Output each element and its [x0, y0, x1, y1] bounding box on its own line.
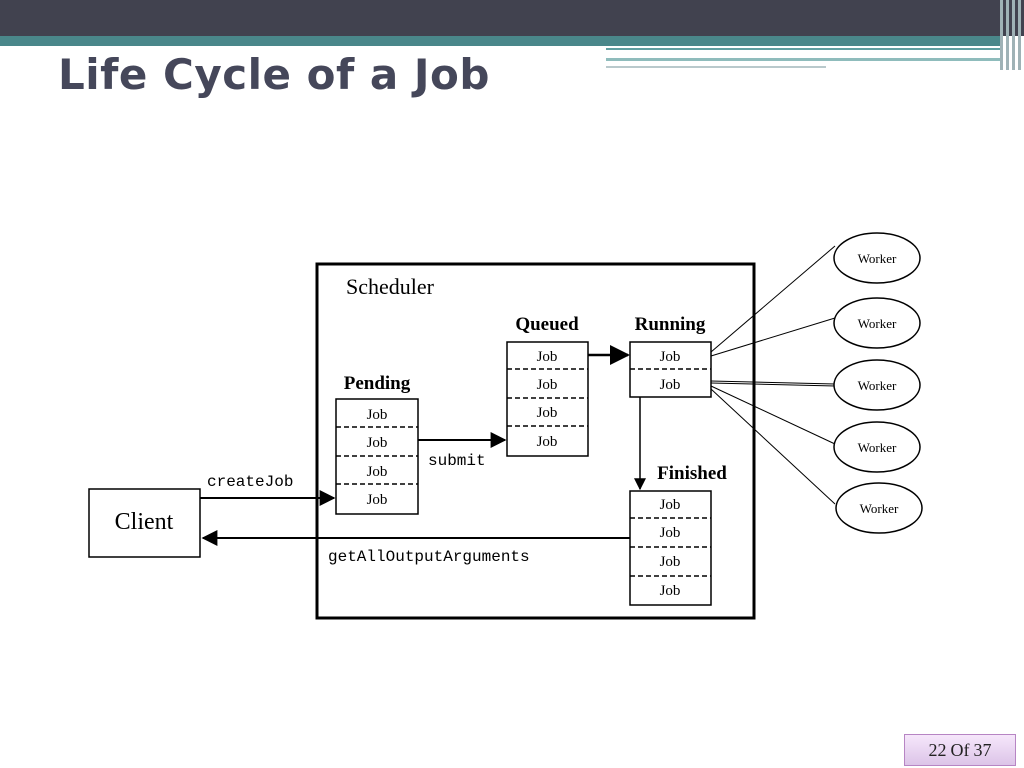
slide-pager[interactable]: 22 Of 37 — [904, 734, 1016, 766]
create-job-label: createJob — [207, 473, 293, 491]
finished-job-4: Job — [660, 583, 681, 599]
get-output-label: getAllOutputArguments — [328, 548, 530, 566]
finished-job-1: Job — [660, 497, 681, 513]
accent-line-secondary — [606, 58, 1000, 61]
finished-label: Finished — [657, 463, 727, 484]
page-total: 37 — [973, 739, 992, 760]
worker-label-3: Worker — [858, 378, 897, 393]
queued-job-4: Job — [537, 434, 558, 450]
worker-link-4 — [710, 385, 836, 445]
queued-job-2: Job — [537, 377, 558, 393]
top-bar — [0, 0, 1024, 36]
queued-label: Queued — [515, 314, 579, 335]
pending-job-1: Job — [367, 407, 388, 423]
queued-job-1: Job — [537, 349, 558, 365]
worker-link-5 — [710, 388, 836, 505]
submit-label: submit — [428, 452, 486, 470]
worker-node-2 — [833, 297, 921, 349]
page-of: Of — [950, 739, 970, 760]
worker-node-3 — [833, 359, 921, 411]
worker-node-5 — [835, 482, 923, 534]
worker-node-4 — [833, 421, 921, 473]
running-label: Running — [635, 314, 706, 335]
accent-line-gray — [606, 66, 826, 68]
running-job-1: Job — [660, 349, 681, 365]
pending-job-4: Job — [367, 492, 388, 508]
worker-link-3b — [710, 382, 836, 387]
pending-job-2: Job — [367, 435, 388, 451]
running-job-2: Job — [660, 377, 681, 393]
scheduler-label: Scheduler — [346, 274, 435, 299]
finished-job-3: Job — [660, 554, 681, 570]
decorative-stripes — [998, 0, 1024, 70]
queued-job-3: Job — [537, 405, 558, 421]
worker-label-2: Worker — [858, 316, 897, 331]
queued-stack — [506, 341, 589, 457]
worker-link-2 — [710, 317, 836, 357]
pending-job-3: Job — [367, 464, 388, 480]
finished-stack — [629, 490, 712, 606]
client-box — [88, 488, 201, 558]
worker-label-1: Worker — [858, 251, 897, 266]
accent-band — [0, 36, 1000, 46]
client-label: Client — [115, 509, 174, 535]
worker-label-4: Worker — [858, 440, 897, 455]
pending-label: Pending — [344, 373, 411, 394]
worker-label-5: Worker — [860, 501, 899, 516]
worker-node-1 — [833, 232, 921, 284]
page-current: 22 — [928, 739, 947, 760]
finished-job-2: Job — [660, 525, 681, 541]
accent-line — [606, 48, 1000, 50]
worker-link-3 — [710, 380, 836, 385]
worker-link-1 — [710, 245, 836, 353]
slide-title: Life Cycle of a Job — [58, 50, 490, 99]
